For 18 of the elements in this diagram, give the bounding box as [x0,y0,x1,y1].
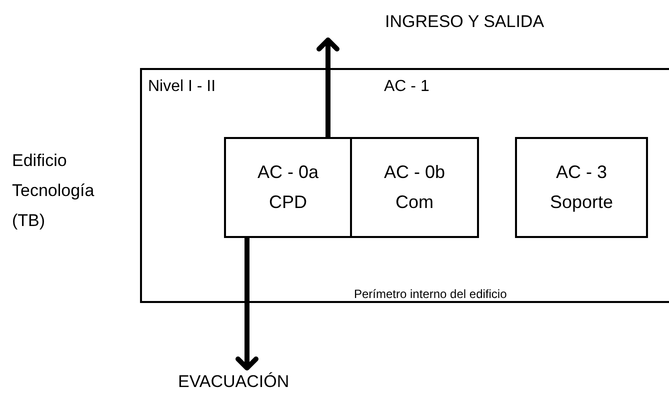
area-code: AC - 0b [384,161,446,184]
perimeter-box [140,68,669,303]
area-name: Com [395,191,434,214]
area-box [224,137,352,238]
area-name: Soporte [550,191,614,214]
area-code: AC - 3 [556,161,607,184]
exit-label: INGRESO Y SALIDA [385,12,544,32]
perimeter-caption: Perímetro interno del edificio [354,287,507,301]
arrow [316,38,340,137]
area-box [515,137,648,238]
area-code: AC - 0a [257,161,319,184]
building-label: Edificio Tecnología (TB) [12,150,96,232]
area-box [350,137,479,238]
evacuation-label: EVACUACIÓN [178,372,290,392]
area-name: CPD [268,191,307,214]
area-label: AC - 1 [384,78,430,96]
arrow [236,238,258,370]
level-label: Nivel I - II [148,78,216,96]
